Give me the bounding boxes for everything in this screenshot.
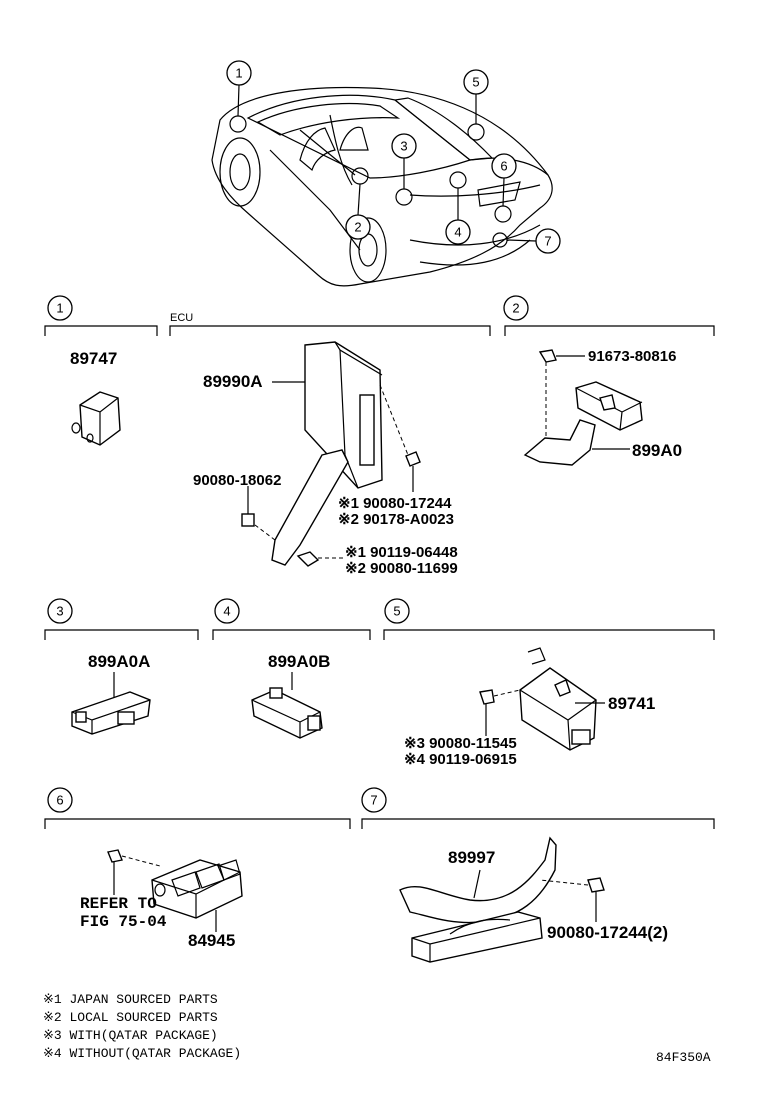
svg-text:2: 2	[354, 220, 361, 235]
part-number-90080-11545: ※3 90080-11545	[404, 735, 517, 752]
svg-text:3: 3	[56, 604, 63, 619]
part-number-90119-06915: ※4 90119-06915	[404, 751, 517, 768]
callout-3: 3	[391, 133, 417, 159]
part-number-90119-06448: ※1 90119-06448	[345, 544, 458, 561]
note-3: ※3 WITH(QATAR PACKAGE)	[43, 1028, 218, 1043]
svg-text:4: 4	[454, 225, 461, 240]
part-number-90080-11699: ※2 90080-11699	[345, 560, 458, 577]
svg-text:3: 3	[400, 139, 407, 154]
section-1: 1 89747	[44, 295, 158, 446]
part-number-899A0B: 899A0B	[268, 652, 330, 671]
section-5: 5 89741 ※3 90080-11545 ※4 90119-06915	[383, 598, 715, 768]
svg-text:6: 6	[500, 159, 507, 174]
section-6: 6 REFER TO FIG 75-04 84945	[44, 787, 351, 950]
part-number-90080-18062: 90080-18062	[193, 472, 281, 489]
part-number-90080-17244-2: 90080-17244(2)	[547, 923, 668, 942]
note-4: ※4 WITHOUT(QATAR PACKAGE)	[43, 1046, 241, 1061]
callout-2: 2	[345, 214, 371, 240]
svg-text:2: 2	[512, 301, 519, 316]
callout-4: 4	[445, 219, 471, 245]
section-4: 4 899A0B	[212, 598, 371, 739]
section-ecu: ECU 89990A 90080-18062 ※1 90080-17244 ※2…	[169, 312, 491, 577]
note-1: ※1 JAPAN SOURCED PARTS	[43, 992, 218, 1007]
callout-6: 6	[491, 153, 517, 179]
svg-text:7: 7	[544, 234, 551, 249]
part-number-89990A: 89990A	[203, 372, 263, 391]
svg-text:1: 1	[56, 301, 63, 316]
svg-text:4: 4	[223, 604, 230, 619]
svg-text:5: 5	[472, 75, 479, 90]
part-number-899A0A: 899A0A	[88, 652, 150, 671]
section-3: 3 899A0A	[44, 598, 199, 735]
part-number-89741: 89741	[608, 694, 655, 713]
section-7: 7 89997 90080-17244(2)	[361, 787, 715, 963]
part-number-90178-A0023: ※2 90178-A0023	[338, 511, 454, 528]
part-number-90080-17244: ※1 90080-17244	[338, 495, 452, 512]
part-number-91673-80816: 91673-80816	[588, 348, 676, 365]
diagram-code: 84F350A	[656, 1050, 711, 1065]
callout-1: 1	[226, 60, 252, 86]
refer-to-label: REFER TO	[80, 895, 157, 913]
part-number-899A0: 899A0	[632, 441, 682, 460]
svg-text:5: 5	[393, 604, 400, 619]
part-number-89747: 89747	[70, 349, 117, 368]
notes: ※1 JAPAN SOURCED PARTS ※2 LOCAL SOURCED …	[43, 992, 241, 1061]
callout-5: 5	[463, 69, 489, 95]
fig-reference: FIG 75-04	[80, 913, 167, 931]
svg-text:1: 1	[235, 66, 242, 81]
part-number-84945: 84945	[188, 931, 235, 950]
car-overview	[211, 84, 553, 287]
svg-text:6: 6	[56, 793, 63, 808]
svg-text:7: 7	[370, 793, 377, 808]
ecu-label: ECU	[170, 312, 193, 324]
section-2: 2 91673-80816 899A0	[503, 295, 715, 466]
note-2: ※2 LOCAL SOURCED PARTS	[43, 1010, 218, 1025]
part-number-89997: 89997	[448, 848, 495, 867]
callout-7: 7	[535, 228, 561, 254]
